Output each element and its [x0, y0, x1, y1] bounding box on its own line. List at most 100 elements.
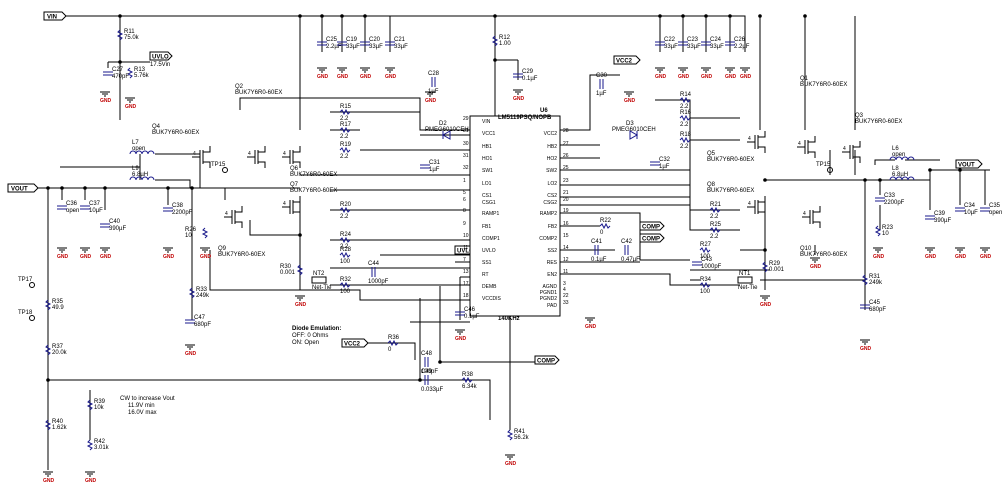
ground-symbol: GND [455, 329, 467, 342]
svg-text:COMP: COMP [537, 359, 555, 365]
svg-text:GND: GND [425, 98, 437, 104]
svg-text:C29: C29 [522, 69, 534, 75]
svg-text:C42: C42 [621, 239, 633, 245]
svg-text:C47: C47 [194, 315, 206, 321]
svg-text:C39: C39 [934, 211, 946, 217]
svg-text:VCC1: VCC1 [482, 131, 496, 137]
svg-text:14: 14 [563, 245, 569, 251]
svg-text:6.8µH: 6.8µH [132, 172, 148, 178]
svg-text:GND: GND [43, 478, 55, 484]
svg-text:C44: C44 [368, 261, 380, 267]
svg-text:680pF: 680pF [194, 322, 211, 328]
svg-text:SW1: SW1 [482, 168, 493, 174]
test-point-tp15a: TP15 [211, 162, 228, 173]
svg-text:390µF: 390µF [109, 226, 126, 232]
ground-symbol: GND [505, 454, 517, 467]
inductor-l9: L96.8µH [129, 166, 155, 181]
ground-symbol: GND [980, 247, 992, 260]
svg-text:FB2: FB2 [548, 224, 557, 230]
svg-text:PMEG6010CEH: PMEG6010CEH [612, 127, 656, 133]
svg-text:TP17: TP17 [18, 277, 33, 283]
svg-text:R42: R42 [94, 439, 106, 445]
svg-text:PMEG6010CEH: PMEG6010CEH [425, 127, 469, 133]
svg-text:CS1: CS1 [482, 193, 492, 199]
svg-text:BUK7Y6R0-60EX: BUK7Y6R0-60EX [235, 90, 282, 96]
svg-text:1.00: 1.00 [499, 41, 511, 47]
svg-text:1µF: 1µF [659, 164, 670, 170]
svg-text:VCC2: VCC2 [344, 342, 361, 348]
svg-text:GND: GND [925, 254, 937, 260]
svg-text:GND: GND [740, 74, 752, 80]
svg-text:C32: C32 [659, 157, 671, 163]
svg-text:GND: GND [57, 254, 69, 260]
svg-text:R17: R17 [340, 122, 352, 128]
svg-text:UVLO: UVLO [152, 55, 169, 61]
svg-text:2.2: 2.2 [710, 214, 719, 220]
ground-symbol: GND [655, 67, 667, 80]
svg-text:HB2: HB2 [547, 144, 557, 150]
svg-text:3.01k: 3.01k [94, 445, 110, 451]
svg-text:Q7: Q7 [290, 182, 299, 188]
svg-text:3: 3 [563, 281, 566, 287]
svg-text:GND: GND [860, 346, 872, 352]
svg-text:100: 100 [700, 254, 711, 260]
svg-text:4: 4 [563, 287, 566, 293]
svg-text:R20: R20 [340, 202, 352, 208]
svg-text:R16: R16 [680, 110, 692, 116]
ground-symbol: GND [760, 295, 772, 308]
svg-text:R27: R27 [700, 242, 712, 248]
ground-symbol: GND [57, 247, 69, 260]
ground-symbol: GND [100, 91, 112, 104]
ground-symbol: GND [360, 67, 372, 80]
svg-text:10: 10 [882, 231, 889, 237]
svg-text:R13: R13 [134, 67, 146, 73]
ic-u6: U6 LM5119PSQ/NOPB 140KHz VIN29VCC131HB13… [463, 108, 569, 322]
svg-text:VIN: VIN [482, 119, 491, 125]
svg-text:C23: C23 [687, 37, 699, 43]
svg-text:R26: R26 [185, 227, 197, 233]
net-flag-vcc2-top: VCC2 [613, 55, 641, 65]
svg-text:2.2: 2.2 [340, 214, 349, 220]
svg-text:33µF: 33µF [664, 44, 678, 50]
svg-text:C43: C43 [701, 257, 713, 263]
svg-text:2.2: 2.2 [680, 104, 689, 110]
svg-text:AGND: AGND [543, 284, 558, 290]
svg-text:2.2: 2.2 [340, 154, 349, 160]
svg-text:33µF: 33µF [346, 44, 360, 50]
svg-text:TP18: TP18 [18, 310, 33, 316]
svg-text:VOUT: VOUT [958, 163, 975, 169]
svg-text:28: 28 [563, 128, 569, 134]
net-flag-uvlo-top: UVLO [149, 51, 173, 61]
svg-text:GND: GND [678, 74, 690, 80]
svg-text:29: 29 [463, 116, 469, 122]
svg-text:D3: D3 [626, 121, 634, 127]
ground-symbol: GND [701, 67, 713, 80]
svg-text:10µF: 10µF [964, 210, 978, 216]
svg-text:10: 10 [463, 233, 469, 239]
svg-text:2.2: 2.2 [680, 122, 689, 128]
